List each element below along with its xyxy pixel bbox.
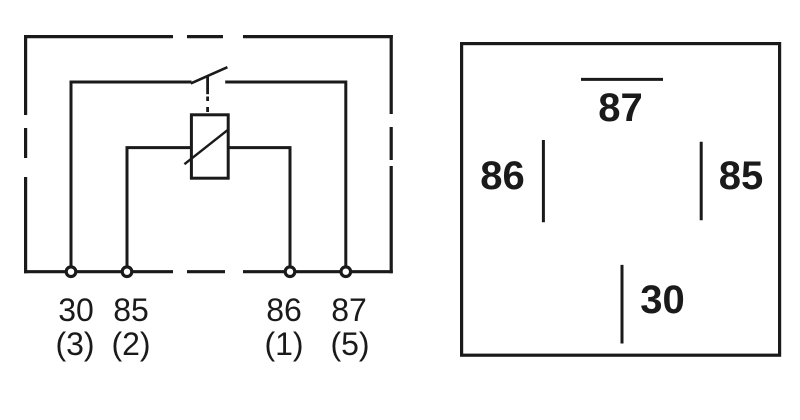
schematic-terminal-86-label: 86 xyxy=(266,292,302,328)
terminal-85-node xyxy=(120,265,134,279)
coil-diagonal-stroke xyxy=(183,128,230,166)
terminal-30-node xyxy=(64,265,78,279)
schematic-housing-border xyxy=(24,35,393,274)
schematic-terminals xyxy=(64,265,353,279)
wire-terminal85-to-coil xyxy=(125,146,192,272)
schematic-terminal-87-alt-label: (5) xyxy=(330,326,370,362)
wire-terminal30-to-switch xyxy=(69,80,192,272)
terminal-86-node xyxy=(283,265,297,279)
schematic-terminal-30-label: 30 xyxy=(58,292,94,328)
pinout-outline-square xyxy=(460,41,782,357)
schematic-terminal-30-alt-label: (3) xyxy=(55,326,95,362)
terminal-87-node xyxy=(339,265,353,279)
wire-coil-to-terminal86 xyxy=(228,146,292,272)
schematic-terminal-85-alt-label: (2) xyxy=(111,326,151,362)
schematic-wires xyxy=(69,80,348,272)
switch-blade xyxy=(190,66,228,85)
schematic-terminal-87-label: 87 xyxy=(331,292,367,328)
pinout-pin-86-label: 86 xyxy=(480,154,525,198)
wire-switch-to-terminal87 xyxy=(225,80,348,272)
pinout-panel xyxy=(460,41,782,357)
schematic-terminal-85-label: 85 xyxy=(113,292,149,328)
pinout-pin-85-label: 85 xyxy=(718,154,764,198)
coil-symbol xyxy=(183,113,230,180)
pinout-pin-87-label: 87 xyxy=(598,86,643,130)
switch-contact-symbol xyxy=(190,66,228,112)
schematic-terminal-86-alt-label: (1) xyxy=(264,326,304,362)
coil-body xyxy=(189,113,230,180)
pinout-pin-30-label: 30 xyxy=(640,278,685,322)
